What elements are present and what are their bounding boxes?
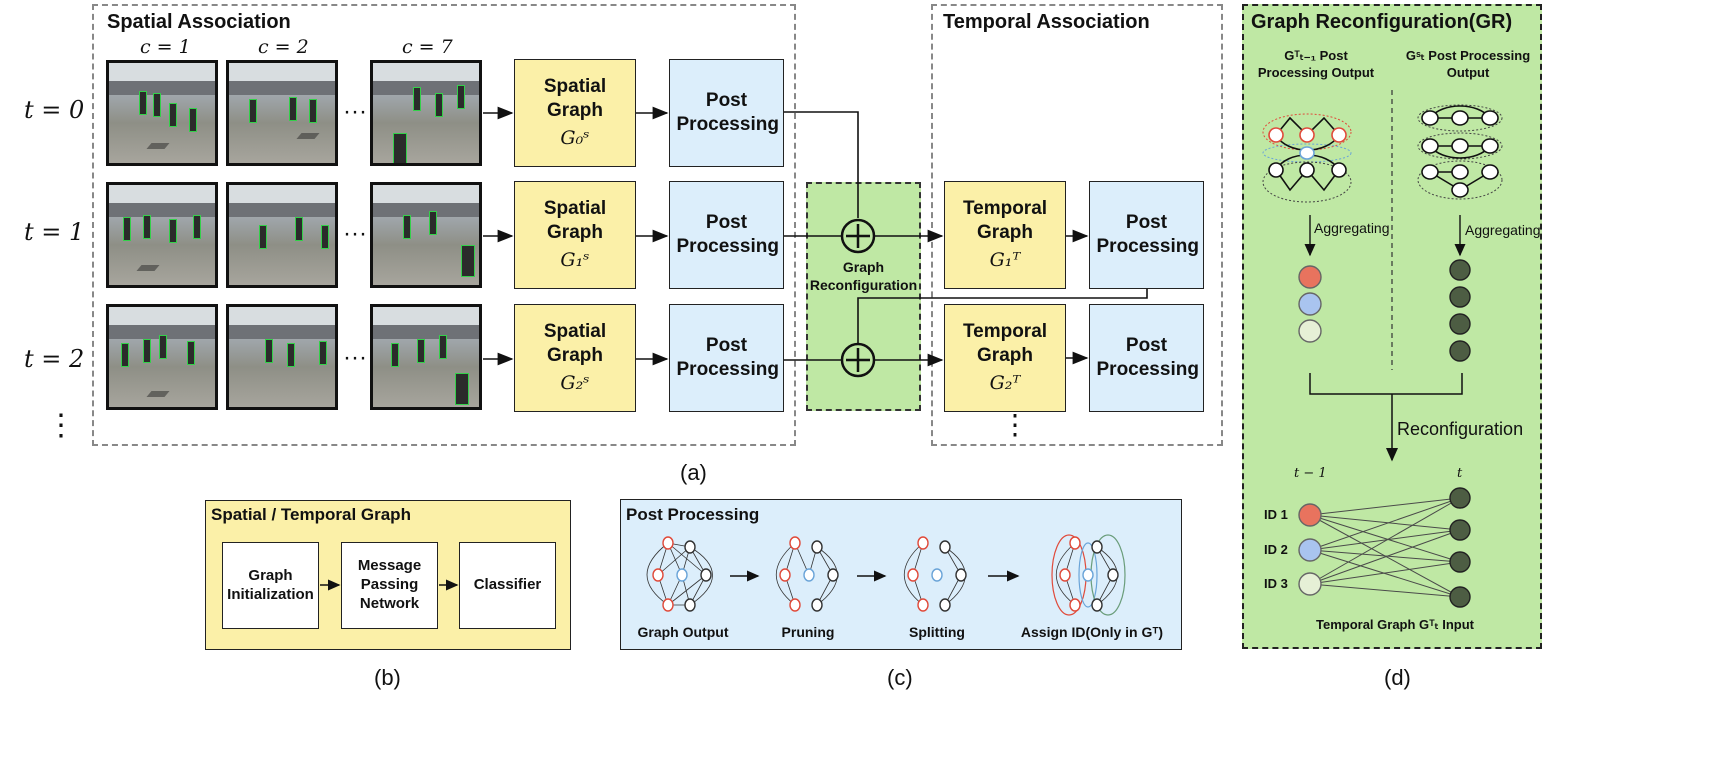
gr-left-graph (1262, 113, 1352, 203)
camera-label-7: c = 7 (402, 36, 453, 58)
post-processing-steps-graphics (646, 534, 1126, 616)
step-label-pruning: Pruning (781, 624, 835, 640)
time-label-1: t = 1 (24, 218, 85, 246)
time-label-2: t = 2 (24, 345, 85, 373)
post-processing-label: Post Processing (1096, 335, 1199, 380)
spatial-graph-symbol: G₁ˢ (560, 248, 590, 271)
step-label-splitting: Splitting (909, 624, 965, 640)
gr-right-graph (1417, 104, 1503, 200)
camera-image-t2-c2 (226, 304, 338, 410)
spatial-graph-title: Spatial Graph (543, 198, 607, 244)
temporal-association-region (931, 4, 1223, 446)
spatial-graph-symbol: G₀ˢ (560, 126, 590, 149)
gr-footer-label: Temporal Graph Gᵀₜ Input (1315, 617, 1474, 632)
camera-image-t2-c7 (370, 304, 482, 410)
gr-id-label-1: ID 1 (1264, 507, 1288, 522)
gr-panel-title: Graph Reconfiguration(GR) (1251, 11, 1513, 33)
step-label-assign-id: Assign ID(Only in Gᵀ) (1020, 624, 1164, 640)
temporal-post-processing-box-t1: Post Processing (1089, 181, 1204, 289)
gr-reconfiguration-label: Reconfiguration (1397, 419, 1524, 439)
st-graph-arrows (320, 579, 459, 591)
camera-ellipsis-t2: ··· (343, 344, 367, 371)
time-label-0: t = 0 (24, 96, 85, 124)
caption-b: (b) (374, 665, 401, 690)
graph-output-graphic (646, 536, 713, 612)
gr-id-label-3: ID 3 (1264, 576, 1288, 591)
plus-icon-t1 (840, 218, 876, 254)
camera-image-t0-c7 (370, 60, 482, 166)
gr-aggregating-right: Aggregating (1465, 222, 1541, 238)
camera-image-t2-c1 (106, 304, 218, 410)
gr-id-label-2: ID 2 (1264, 542, 1288, 557)
plus-icon-t2 (840, 342, 876, 378)
gr-left-header: Gᵀₜ₋₁ Post Processing Output (1257, 48, 1375, 80)
spatial-graph-symbol: G₂ˢ (560, 371, 590, 394)
camera-image-t1-c2 (226, 182, 338, 288)
spatial-association-region (92, 4, 796, 446)
pipeline-connectors (483, 106, 1148, 378)
spatial-association-title: Spatial Association (107, 11, 291, 33)
time-more-dots: ⋮ (46, 408, 76, 443)
temporal-graph-title: Temporal Graph (962, 198, 1048, 244)
assign-id-graphic (1051, 534, 1126, 616)
spatial-graph-title: Spatial Graph (543, 321, 607, 367)
post-processing-label: Post Processing (1096, 212, 1199, 257)
temporal-graph-symbol: G₁ᵀ (989, 248, 1021, 271)
pruning-graphic (775, 536, 839, 612)
temporal-graph-title: Temporal Graph (962, 321, 1048, 367)
caption-c: (c) (887, 665, 913, 690)
classifier-label: Classifier (473, 576, 542, 594)
graph-initialization-box: Graph Initialization (222, 542, 319, 629)
camera-image-t1-c7 (370, 182, 482, 288)
graph-initialization-label: Graph Initialization (227, 566, 314, 603)
message-passing-label: Message Passing Network (357, 557, 422, 612)
gr-aggregating-left: Aggregating (1314, 220, 1390, 236)
temporal-more-dots: ⋮ (1001, 409, 1029, 440)
camera-image-t0-c1 (106, 60, 218, 166)
splitting-graphic (903, 536, 967, 612)
graph-reconfiguration-label: Graph Reconfiguration (809, 259, 918, 294)
post-processing-label: Post Processing (676, 212, 779, 257)
post-processing-label: Post Processing (676, 90, 779, 135)
temporal-post-processing-box-t2: Post Processing (1089, 304, 1204, 412)
gr-right-header: Gˢₜ Post Processing Output (1405, 48, 1531, 80)
temporal-association-title: Temporal Association (943, 11, 1150, 33)
spatial-graph-title: Spatial Graph (543, 76, 607, 122)
gr-t-prev-label: t − 1 (1294, 466, 1327, 481)
st-graph-title: Spatial / Temporal Graph (211, 505, 411, 524)
classifier-box: Classifier (459, 542, 556, 629)
camera-image-t0-c2 (226, 60, 338, 166)
caption-a: (a) (680, 460, 707, 485)
camera-image-t1-c1 (106, 182, 218, 288)
camera-ellipsis-t0: ··· (343, 98, 367, 125)
gr-t-cur-label: t (1457, 466, 1463, 481)
message-passing-box: Message Passing Network (341, 542, 438, 629)
post-processing-panel-title: Post Processing (626, 505, 760, 524)
caption-d: (d) (1384, 665, 1411, 690)
graph-reconfiguration-block (806, 182, 921, 411)
gr-panel-graphics (1262, 90, 1503, 608)
post-processing-label: Post Processing (676, 335, 779, 380)
camera-ellipsis-t1: ··· (343, 220, 367, 247)
camera-label-1: c = 1 (140, 36, 191, 58)
post-processing-box-t1: Post Processing (669, 181, 784, 289)
camera-label-2: c = 2 (258, 36, 309, 58)
post-processing-box-t2: Post Processing (669, 304, 784, 412)
post-processing-box-t0: Post Processing (669, 59, 784, 167)
step-label-graph-output: Graph Output (637, 624, 729, 640)
temporal-graph-symbol: G₂ᵀ (989, 371, 1021, 394)
